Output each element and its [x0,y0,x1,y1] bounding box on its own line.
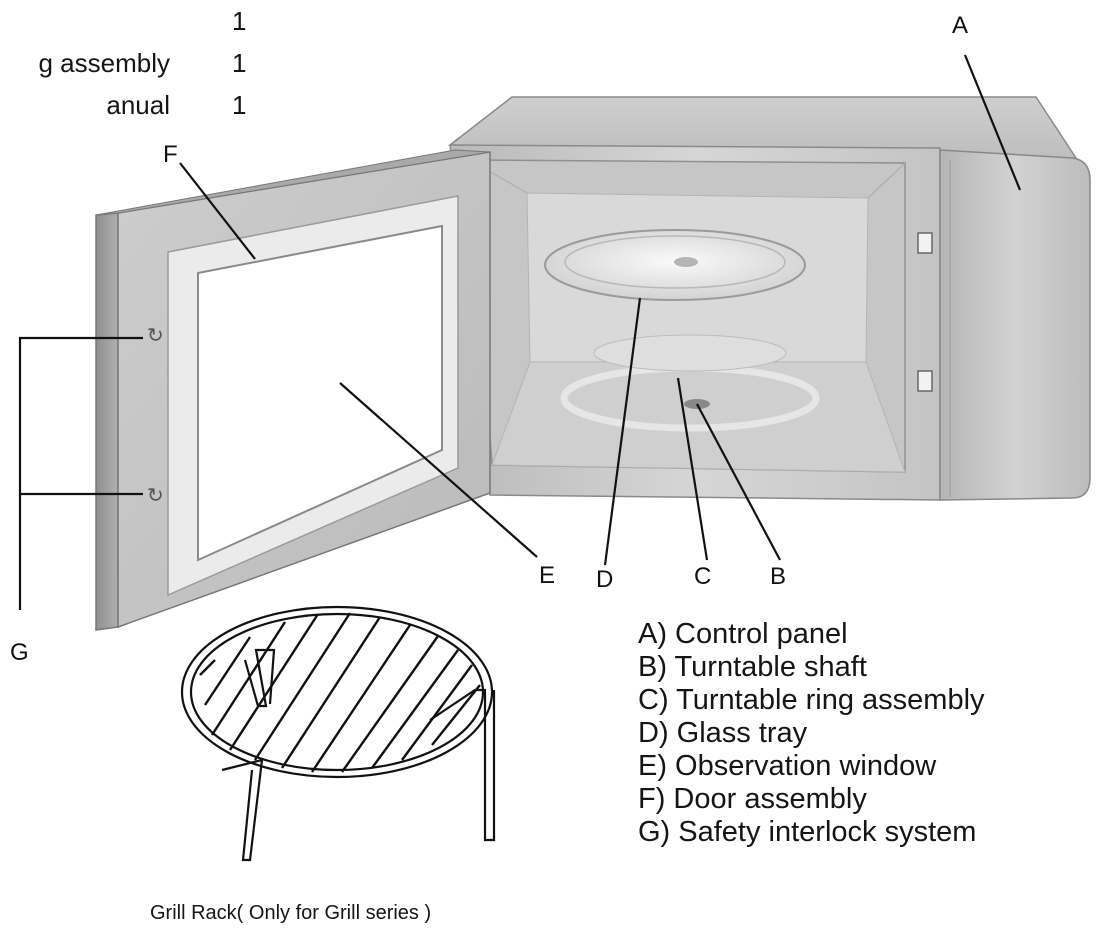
callout-b: B [770,563,786,590]
callout-f: F [163,141,178,168]
legend-item-d: D) Glass tray [638,717,808,749]
legend-item-b: B) Turntable shaft [638,651,867,683]
leader-a [963,54,1022,191]
packing-list: 1 g assembly 1 anual 1 [0,0,260,126]
leader-g [18,336,143,610]
callout-labels: A B C D E F G [10,12,968,666]
rack-rim [180,605,494,779]
callout-d: D [596,566,613,593]
leader-e [339,382,538,558]
grill-rack [180,605,496,862]
rack-leg-right [429,688,496,842]
legend-item-g: G) Safety interlock system [638,816,977,848]
glass-tray-rim [564,235,786,289]
packing-list-item: 1 [0,0,260,42]
callout-e: E [539,562,555,589]
callout-a: A [952,12,968,39]
legend-item-c: C) Turntable ring assembly [638,684,985,716]
rack-leg-back [243,648,276,708]
leader-f [179,162,256,260]
packing-list-item: g assembly 1 [0,42,260,84]
rack-rim-inner [189,612,485,772]
leader-c [676,377,709,561]
door-side-edge [95,212,119,631]
interlock-hook-lower-icon: ↻ [147,483,164,507]
legend-item-a: A) Control panel [638,618,848,650]
rack-bars [199,612,481,773]
packing-item-name: g assembly [38,48,171,78]
door-assembly: ↻ ↻ [95,149,491,631]
interlock-hook-upper-icon: ↻ [147,323,164,347]
parts-legend: A) Control panel B) Turntable shaft C) T… [638,618,985,849]
cavity-right-edge [867,162,906,199]
packing-item-qty: 1 [232,90,247,120]
packing-item-qty: 1 [232,48,247,78]
leader-b [696,403,781,561]
packing-item-qty: 1 [232,6,247,36]
tray-hub [674,257,698,267]
legend-item-f: F) Door assembly [638,783,867,815]
latch-hole-lower-icon [917,370,933,392]
callout-g: G [10,639,29,666]
packing-list-item: anual 1 [0,84,260,126]
observation-window [197,224,443,562]
oven-cavity [469,159,933,473]
packing-item-name: anual [106,90,170,120]
control-panel [939,149,1091,501]
turntable-ring-shadow [593,334,787,372]
grill-rack-caption: Grill Rack( Only for Grill series ) [150,902,432,924]
legend-item-e: E) Observation window [638,750,937,782]
rack-leg-front [221,758,264,862]
door-top-edge [95,149,491,216]
cavity-floor [491,361,906,473]
leader-lines [18,54,1022,610]
glass-tray [544,229,806,301]
latch-hole-upper-icon [917,232,933,254]
callout-c: C [694,563,711,590]
leader-d [603,297,642,566]
